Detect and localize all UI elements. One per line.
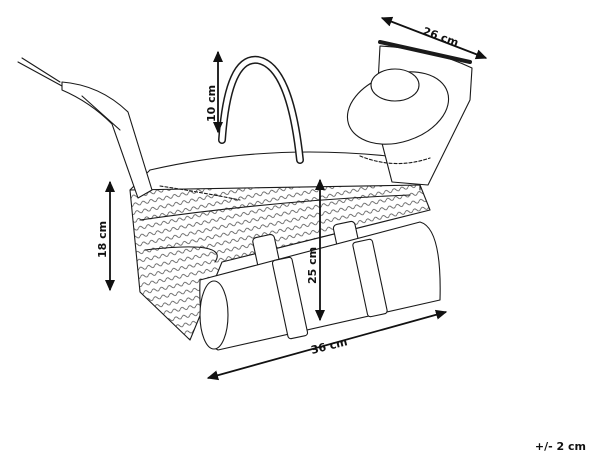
depth-label: 26 cm (421, 25, 460, 50)
depth-arrow (380, 16, 488, 60)
dimension-arrows (104, 16, 488, 381)
total-height-label: 25 cm (306, 247, 319, 284)
width-label: 36 cm (310, 335, 349, 357)
left-lid (61, 81, 153, 199)
handle-height-label: 10 cm (205, 85, 218, 122)
side-height-label: 18 cm (96, 221, 109, 258)
lid-chain-right (359, 155, 431, 165)
lid-chain-left (159, 185, 241, 201)
width-arrow (206, 309, 448, 381)
tolerance-note: +/- 2 cm (534, 440, 586, 453)
basket-illustration (17, 40, 473, 351)
